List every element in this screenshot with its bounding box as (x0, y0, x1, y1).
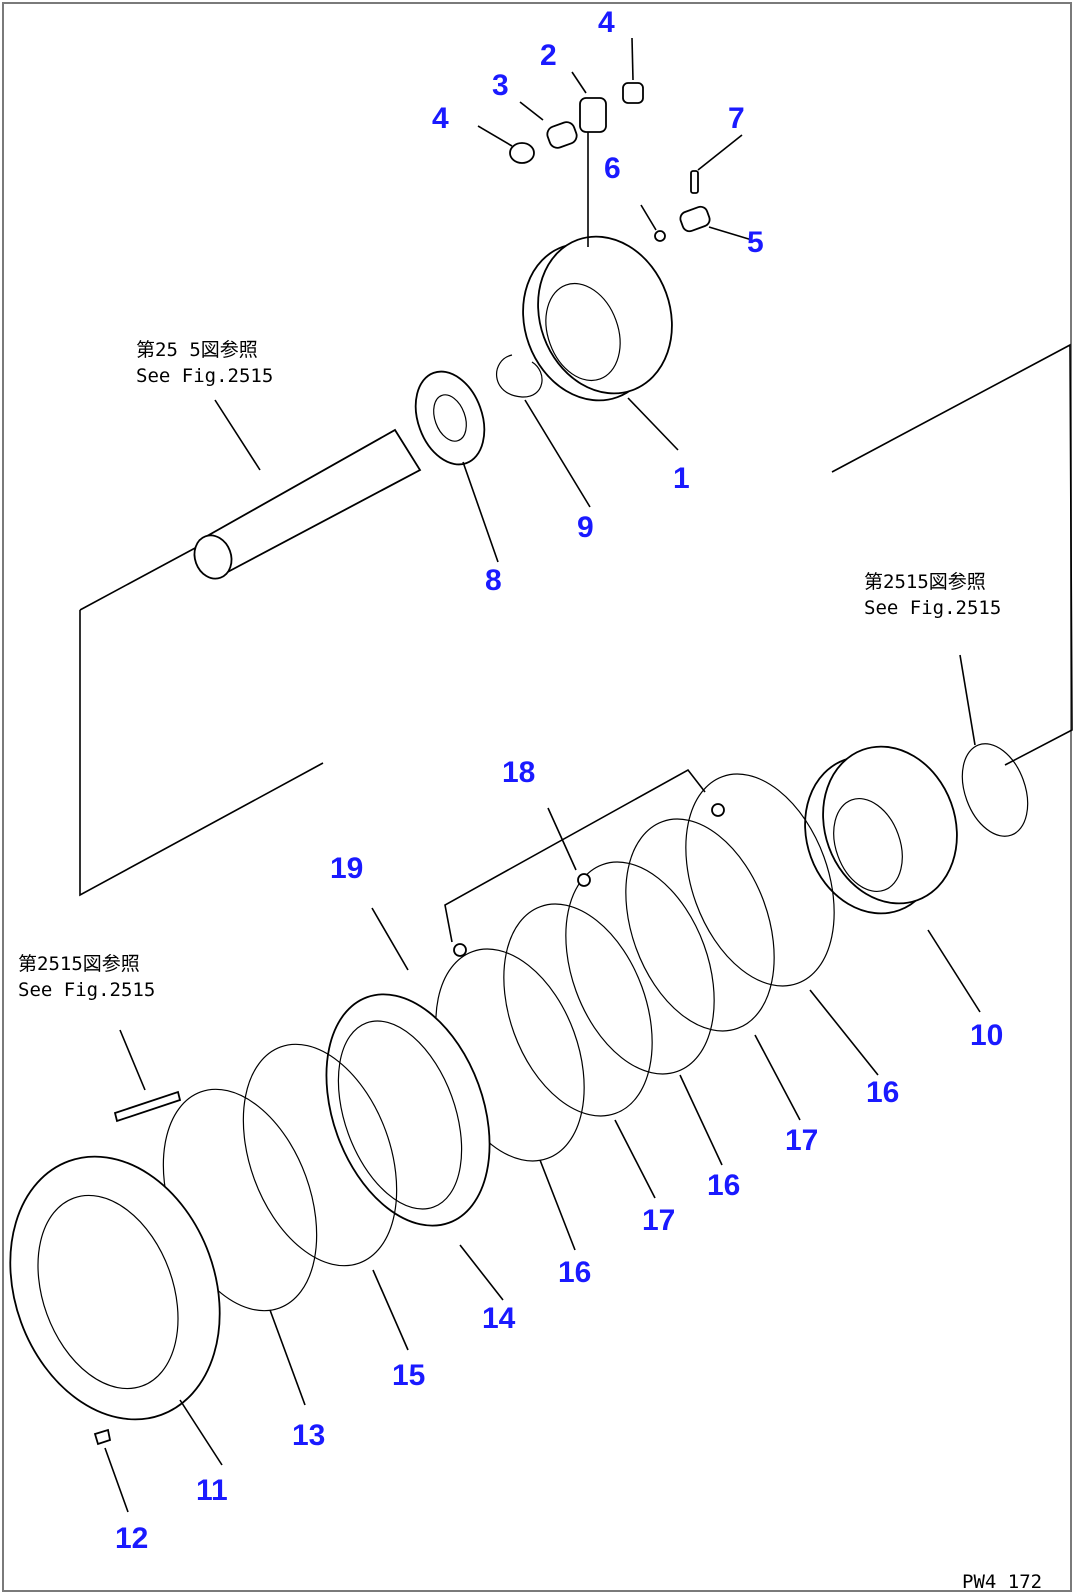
label-11: 11 (196, 1474, 228, 1507)
note-top-en: See Fig.2515 (136, 365, 273, 387)
part-9-snap-ring (496, 354, 591, 508)
part-3-sleeve (519, 101, 578, 149)
part-1-carrier (522, 125, 679, 451)
part-2-gear (571, 71, 607, 133)
plate-16-mid (565, 861, 723, 1166)
label-2: 2 (540, 39, 557, 72)
label-12: 12 (115, 1522, 148, 1555)
label-7: 7 (728, 102, 745, 135)
note-right-jp: 第2515図参照 (864, 571, 986, 593)
part-number-labels: 1 2 3 4 4 5 6 7 8 9 10 11 12 13 14 15 16… (115, 6, 1003, 1555)
part-8-gear (414, 370, 499, 563)
pin-left (113, 1029, 182, 1123)
label-16-left: 16 (558, 1256, 591, 1289)
label-10: 10 (970, 1019, 1003, 1052)
part-10-ring-gear (804, 745, 981, 1013)
part-7-pin (690, 134, 743, 194)
label-19: 19 (330, 852, 363, 885)
label-16-right: 16 (866, 1076, 899, 1109)
part-5-bushing (679, 205, 753, 241)
label-16-mid: 16 (707, 1169, 740, 1202)
label-6: 6 (604, 152, 621, 185)
label-4-right: 4 (598, 6, 615, 39)
drawing-code: PW4 172 (962, 1571, 1042, 1593)
label-4-left: 4 (432, 102, 449, 135)
shaft (193, 399, 422, 580)
reference-lines (79, 343, 1073, 897)
label-9: 9 (577, 511, 594, 544)
label-5: 5 (747, 226, 764, 259)
part-15-seal (242, 1043, 409, 1351)
part-12-pin (93, 1428, 129, 1513)
part-19-spring (371, 907, 409, 971)
note-left-en: See Fig.2515 (18, 979, 155, 1001)
label-17-left: 17 (642, 1204, 675, 1237)
plate-16-rear (685, 773, 879, 1076)
label-13: 13 (292, 1419, 325, 1452)
note-left-jp: 第2515図参照 (18, 953, 140, 975)
label-8: 8 (485, 564, 502, 597)
part-14-piston (325, 993, 504, 1301)
ring-snap-right (959, 654, 1029, 837)
plate-17-front (503, 903, 656, 1199)
label-1: 1 (673, 462, 690, 495)
label-15: 15 (392, 1359, 425, 1392)
label-3: 3 (492, 69, 509, 102)
part-6-pin (640, 204, 666, 242)
note-top-jp: 第25 5図参照 (136, 339, 258, 361)
frame-border (2, 2, 1072, 1592)
reference-notes: 第25 5図参照 See Fig.2515 第2515図参照 See Fig.2… (18, 339, 1001, 1001)
label-17-right: 17 (785, 1124, 818, 1157)
part-11-housing (9, 1155, 223, 1466)
plate-17-rear (625, 818, 801, 1121)
label-14: 14 (482, 1302, 516, 1335)
note-right-en: See Fig.2515 (864, 597, 1001, 619)
part-4-nut-right (622, 37, 644, 104)
label-18: 18 (502, 756, 535, 789)
part-18-pins (444, 768, 725, 957)
part-4-nut-left (477, 125, 535, 164)
